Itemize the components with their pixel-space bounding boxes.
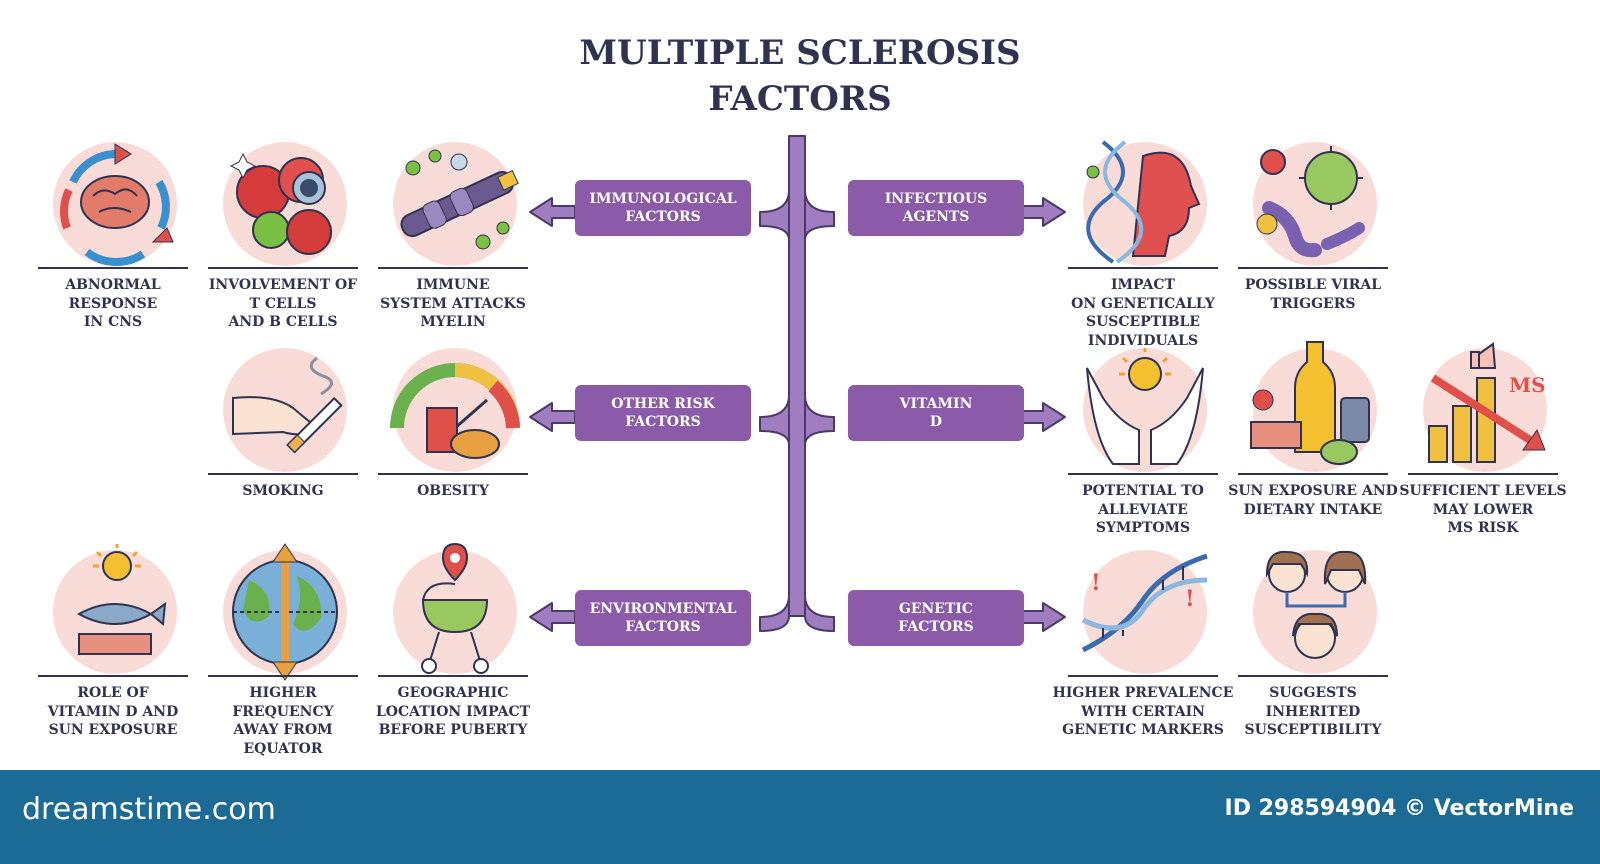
item-label: IMMUNE SYSTEM ATTACKS MYELIN [380,277,526,330]
branch-row-2 [759,394,835,446]
globe-arrows-icon [223,543,347,681]
item-label: ROLE OF VITAMIN D AND SUN EXPOSURE [47,685,179,738]
item-label: HIGHER FREQUENCY AWAY FROM EQUATOR [232,685,334,757]
page-title: MULTIPLE SCLEROSIS FACTORS [520,30,1080,122]
item-label: INVOLVEMENT OF T CELLS AND B CELLS [208,277,358,330]
dna-head-icon [1083,140,1207,266]
item-label: SUN EXPOSURE AND DIETARY INTAKE [1228,483,1398,518]
brand-logo[interactable]: dreamstime.com [22,792,276,827]
chart-ms-text: MS [1509,373,1546,397]
fast-food-gauge-icon [390,348,520,472]
diagram: MULTIPLE SCLEROSIS FACTORS [38,30,1567,757]
brain-cycle-icon [53,142,177,267]
divider [1068,473,1218,475]
footer-bar: dreamstime.com ID 298594904 © VectorMine [0,770,1600,864]
virus-icon [1253,142,1377,266]
svg-text:!: ! [1185,586,1195,612]
arrow-right-2 [1019,402,1066,432]
arrow-right-3 [1019,602,1066,632]
category-infectious: INFECTIOUS AGENTS [848,180,1024,236]
hands-sun-icon [1083,348,1207,472]
divider [38,267,188,269]
vertical-trunk [788,135,806,617]
divider [378,473,528,475]
cigarette-hand-icon [223,348,347,472]
arrow-right-1 [1019,197,1066,227]
divider [1068,675,1218,677]
item-label: SUFFICIENT LEVELS MAY LOWER MS RISK [1399,483,1567,536]
item-label: OBESITY [417,483,489,499]
image-credit: ID 298594904 © VectorMine [1224,796,1574,821]
item-label: SUGGESTS INHERITED SUSCEPTIBILITY [1244,685,1382,738]
divider [1238,267,1388,269]
branch-row-1 [759,189,835,241]
divider [1238,473,1388,475]
divider [208,473,358,475]
arrow-left-1 [529,197,576,227]
divider [1408,473,1558,475]
title-line-2: FACTORS [708,79,892,119]
item-label: POTENTIAL TO ALLEVIATE SYMPTOMS [1082,483,1204,536]
dna-alert-icon: ! ! [1081,550,1208,674]
item-label: HIGHER PREVALENCE WITH CERTAIN GENETIC M… [1052,685,1234,738]
food-bottle-icon [1250,341,1377,472]
title-line-1: MULTIPLE SCLEROSIS [579,33,1021,73]
item-label: SMOKING [242,483,324,499]
category-environmental: ENVIRONMENTAL FACTORS [575,590,751,646]
branch-row-3 [759,594,835,632]
divider [1068,267,1218,269]
category-genetic: GENETIC FACTORS [848,590,1024,646]
divider [208,267,358,269]
item-label: IMPACT ON GENETICALLY SUSCEPTIBLE INDIVI… [1071,277,1215,349]
item-label: GEOGRAPHIC LOCATION IMPACT BEFORE PUBERT… [375,685,531,738]
blood-cells-icon [223,142,347,266]
item-label: ABNORMAL RESPONSE IN CNS [65,277,161,330]
arrow-left-3 [529,602,576,632]
nerve-fiber-icon [393,142,519,266]
arrow-left-2 [529,402,576,432]
family-icon [1253,550,1377,674]
category-immunological: IMMUNOLOGICAL FACTORS [575,180,751,236]
sun-fish-icon [53,544,177,674]
category-other-risk: OTHER RISK FACTORS [575,385,751,441]
divider [38,675,188,677]
declining-chart-icon: MS [1423,342,1547,472]
divider [378,675,528,677]
item-label: POSSIBLE VIRAL TRIGGERS [1244,277,1382,312]
divider [208,675,358,677]
stroller-pin-icon [393,542,517,674]
connector-arrows [529,135,1066,632]
divider [1238,675,1388,677]
divider [378,267,528,269]
svg-text:!: ! [1091,570,1101,596]
category-vitamin-d: VITAMIN D [848,385,1024,441]
